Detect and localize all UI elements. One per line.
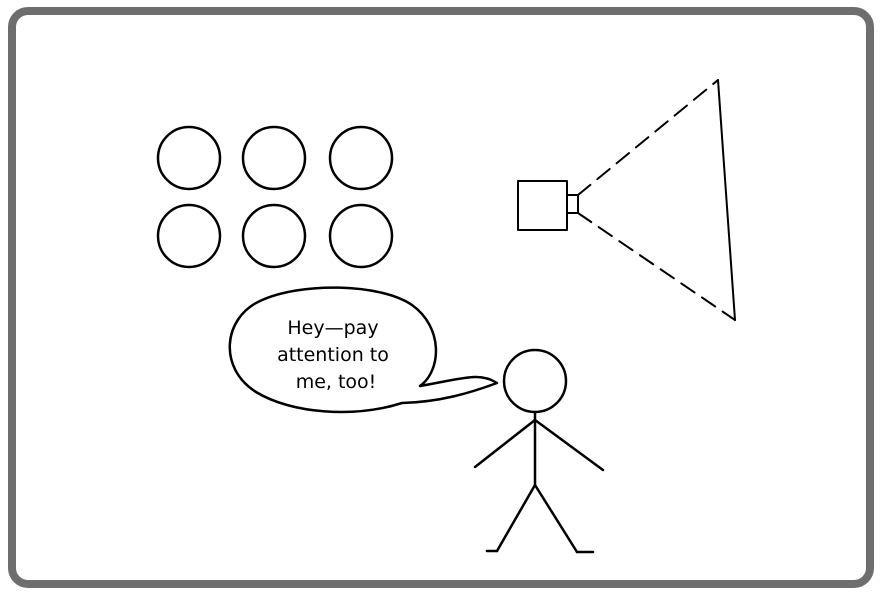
speech-line-3: me, too! — [296, 371, 377, 393]
group-circle-3 — [328, 125, 394, 191]
stick-figure-right-leg — [533, 483, 579, 554]
stick-figure-head — [502, 348, 568, 414]
speech-text: Hey—pay attention to me, too! — [277, 317, 395, 393]
stick-figure-left-leg — [495, 483, 537, 553]
speech-line-1: Hey—pay — [287, 317, 378, 339]
circle-group — [156, 125, 394, 269]
speech-line-2: attention to — [277, 344, 389, 366]
group-circle-5 — [241, 203, 307, 269]
illustration-frame — [8, 7, 874, 588]
stick-figure-left-arm — [473, 418, 537, 469]
stick-figure — [473, 348, 605, 554]
beam-end-line — [717, 79, 736, 321]
group-circle-1 — [156, 125, 222, 191]
camera-body — [517, 180, 568, 231]
camera-beam — [577, 79, 736, 321]
group-circle-2 — [241, 125, 307, 191]
camera-icon — [517, 180, 579, 231]
speech-bubble — [228, 286, 499, 414]
group-circle-6 — [328, 203, 394, 269]
camera-lens — [566, 194, 579, 214]
group-circle-4 — [156, 203, 222, 269]
stick-figure-right-arm — [533, 418, 605, 472]
